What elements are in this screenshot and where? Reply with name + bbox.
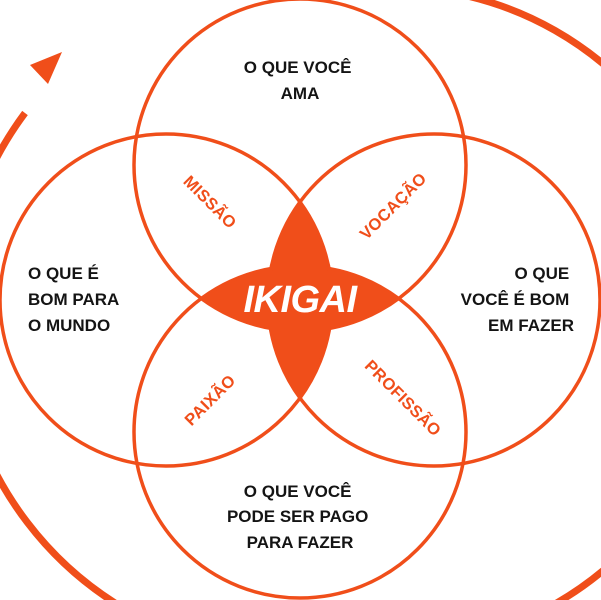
cycle-arc bbox=[0, 110, 117, 600]
circle-right-label: O QUE VOCÊ É BOM EM FAZER bbox=[461, 264, 574, 335]
circle-top bbox=[132, 0, 468, 333]
circle-left-label: O QUE É BOM PARA O MUNDO bbox=[28, 264, 123, 335]
center-ikigai-label: IKIGAI bbox=[243, 279, 358, 321]
circle-right bbox=[266, 132, 601, 468]
circle-top-label: O QUE VOCÊ AMA bbox=[244, 58, 356, 103]
arrowhead-icon bbox=[30, 52, 62, 84]
intersection-missao-label: MISSÃO bbox=[180, 171, 241, 232]
circle-bottom-label: O QUE VOCÊ PODE SER PAGO PARA FAZER bbox=[227, 482, 373, 552]
intersection-profissao-label: PROFISSÃO bbox=[361, 355, 446, 440]
intersection-paixao-label: PAIXÃO bbox=[180, 370, 239, 429]
cycle-arc-right bbox=[468, 0, 601, 600]
circle-bottom bbox=[132, 264, 468, 600]
intersection-vocacao-label: VOCAÇÃO bbox=[355, 168, 430, 243]
circle-left bbox=[0, 132, 334, 468]
